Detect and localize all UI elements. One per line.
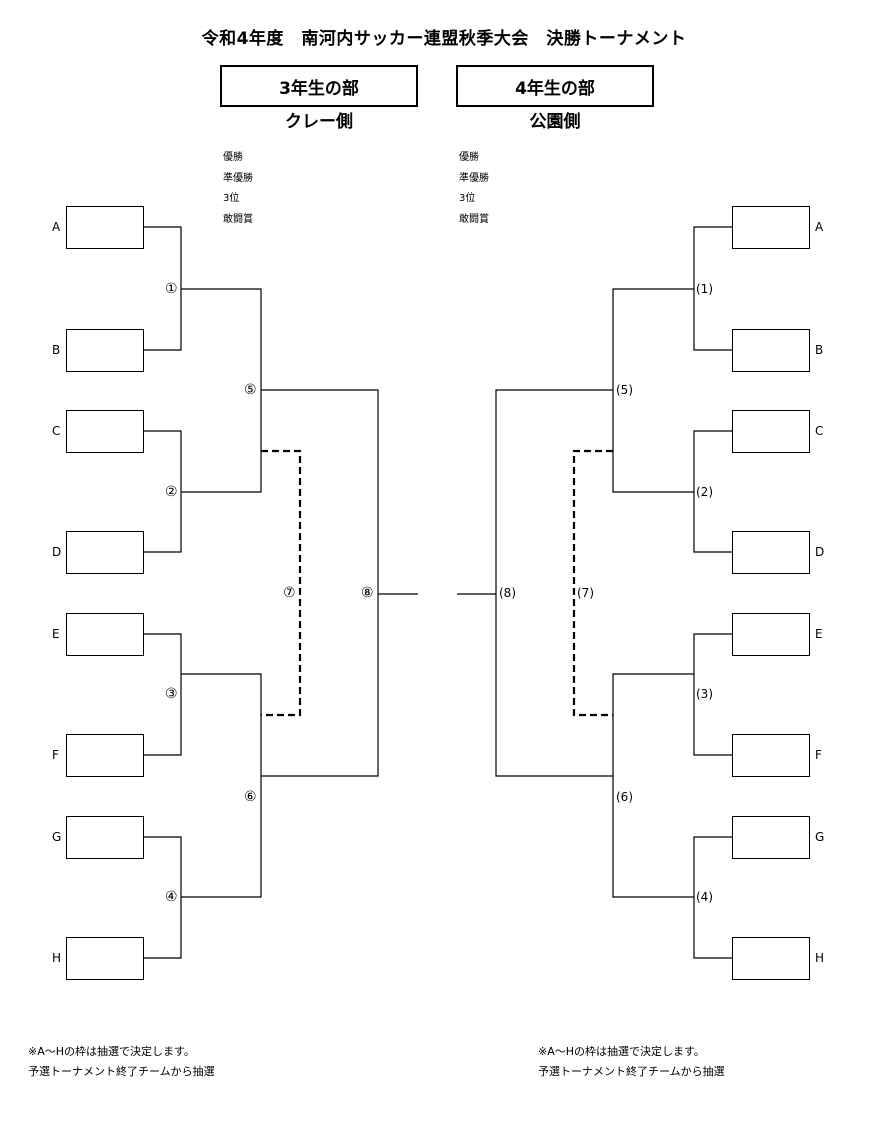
right-bracket-match-3 — [693, 633, 732, 756]
right-team-slot-a[interactable] — [732, 206, 810, 249]
right-footnote: ※A～Hの枠は抽選で決定します。 予選トーナメント終了チームから抽選 — [538, 1042, 725, 1082]
left-team-label-f: F — [52, 748, 59, 762]
left-match-number-5: ⑤ — [244, 382, 257, 398]
left-team-slot-d[interactable] — [66, 531, 144, 574]
right-team-label-f: F — [815, 748, 822, 762]
left-team-label-e: E — [52, 627, 60, 641]
left-third-place-dashed — [261, 449, 302, 717]
right-team-label-b: B — [815, 343, 824, 357]
page-title: 令和4年度 南河内サッカー連盟秋季大会 決勝トーナメント — [201, 29, 687, 49]
right-team-slot-h[interactable] — [732, 937, 810, 980]
left-team-label-g: G — [52, 830, 62, 844]
left-team-label-c: C — [52, 424, 61, 438]
left-division-box: 3年生の部 — [220, 65, 418, 107]
right-division-box: 4年生の部 — [456, 65, 654, 107]
right-match-number-7: (7) — [577, 586, 594, 600]
left-match-number-1: ① — [165, 281, 178, 297]
left-award-runnerup: 準優勝 — [223, 172, 253, 184]
right-third-place-dashed — [572, 449, 613, 717]
right-team-label-c: C — [815, 424, 824, 438]
right-match-number-8: (8) — [499, 586, 516, 600]
left-team-slot-c[interactable] — [66, 410, 144, 453]
right-match-number-1: (1) — [696, 282, 713, 296]
left-team-slot-g[interactable] — [66, 816, 144, 859]
right-award-winner: 優勝 — [459, 152, 479, 163]
right-footnote-line-1: ※A～Hの枠は抽選で決定します。 — [538, 1045, 705, 1058]
right-award-runnerup: 準優勝 — [459, 172, 489, 184]
right-team-label-h: H — [815, 951, 825, 965]
left-awards-list: 優勝 準優勝 3位 敢闘賞 — [223, 148, 253, 230]
left-team-label-h: H — [52, 951, 62, 965]
right-footnote-line-2: 予選トーナメント終了チームから抽選 — [538, 1065, 725, 1078]
right-match-number-3: (3) — [696, 687, 713, 701]
left-venue-label: クレー側 — [285, 112, 353, 132]
right-team-slot-e[interactable] — [732, 613, 810, 656]
left-footnote-line-2: 予選トーナメント終了チームから抽選 — [28, 1065, 215, 1078]
left-match-number-4: ④ — [165, 889, 178, 905]
right-bracket-match-8 — [495, 389, 613, 777]
right-team-label-d: D — [815, 545, 825, 559]
left-bracket-match-8 — [261, 389, 379, 777]
left-team-label-a: A — [52, 220, 61, 234]
right-award-fighting-spirit: 敢闘賞 — [459, 213, 489, 225]
left-match-number-6: ⑥ — [244, 789, 257, 805]
right-team-slot-c[interactable] — [732, 410, 810, 453]
left-footnote-line-1: ※A～Hの枠は抽選で決定します。 — [28, 1045, 195, 1058]
left-match-number-7: ⑦ — [283, 585, 296, 601]
left-team-label-b: B — [52, 343, 61, 357]
left-award-winner: 優勝 — [223, 152, 243, 163]
left-team-slot-b[interactable] — [66, 329, 144, 372]
left-team-slot-h[interactable] — [66, 937, 144, 980]
right-team-slot-g[interactable] — [732, 816, 810, 859]
right-team-label-g: G — [815, 830, 825, 844]
right-bracket-match-6 — [612, 673, 694, 898]
left-match-number-2: ② — [165, 484, 178, 500]
left-footnote: ※A～Hの枠は抽選で決定します。 予選トーナメント終了チームから抽選 — [28, 1042, 215, 1082]
left-team-slot-a[interactable] — [66, 206, 144, 249]
right-match-number-6: (6) — [616, 790, 633, 804]
right-team-label-e: E — [815, 627, 823, 641]
right-team-label-a: A — [815, 220, 824, 234]
left-team-slot-f[interactable] — [66, 734, 144, 777]
left-award-third: 3位 — [223, 193, 240, 204]
right-team-slot-d[interactable] — [732, 531, 810, 574]
left-bracket-match-6 — [181, 673, 262, 898]
left-team-label-d: D — [52, 545, 62, 559]
right-venue-label: 公園側 — [529, 112, 581, 132]
left-match-number-8: ⑧ — [361, 585, 374, 601]
left-team-slot-e[interactable] — [66, 613, 144, 656]
right-match-number-5: (5) — [616, 383, 633, 397]
right-team-slot-b[interactable] — [732, 329, 810, 372]
left-match-number-3: ③ — [165, 686, 178, 702]
right-match-number-2: (2) — [696, 485, 713, 499]
right-team-slot-f[interactable] — [732, 734, 810, 777]
right-match-number-4: (4) — [696, 890, 713, 904]
right-awards-list: 優勝 準優勝 3位 敢闘賞 — [459, 148, 489, 230]
left-award-fighting-spirit: 敢闘賞 — [223, 213, 253, 225]
right-award-third: 3位 — [459, 193, 476, 204]
left-bracket-match-3 — [144, 633, 182, 756]
